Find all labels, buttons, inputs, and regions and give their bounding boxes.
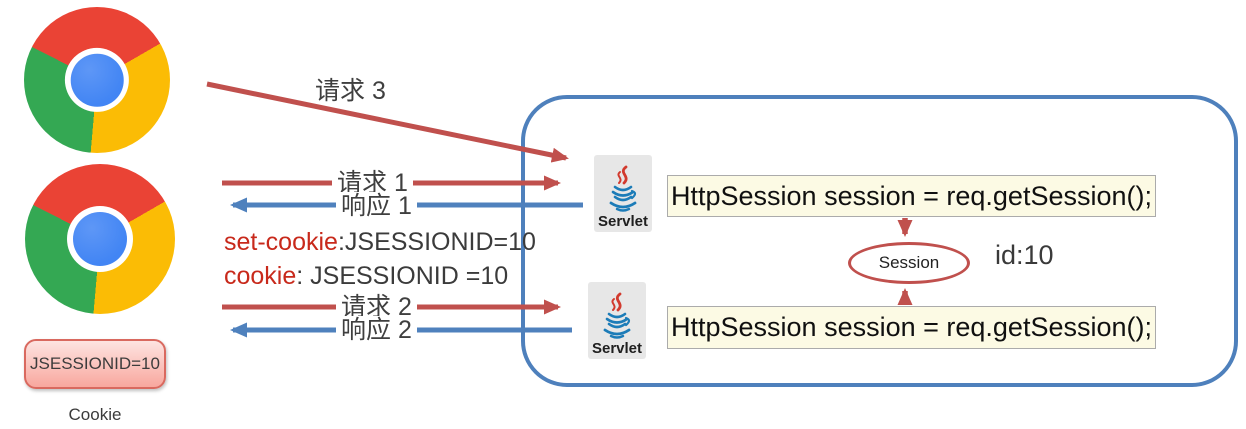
cookie-value: : JSESSIONID =10 <box>296 262 509 290</box>
java-servlet-icon: Servlet <box>594 155 652 232</box>
response1-label: 响应 1 <box>336 192 417 220</box>
session-node: Session <box>848 242 970 284</box>
request3-arrow <box>206 81 569 163</box>
code-box-getsession-1: HttpSession session = req.getSession(); <box>667 175 1156 217</box>
chrome-logo-icon <box>25 164 175 314</box>
session-id-text: id:10 <box>995 240 1054 270</box>
set-cookie-header-line: set-cookie:JSESSIONID=10 <box>224 228 536 257</box>
servlet-label: Servlet <box>591 340 643 357</box>
servlet-label: Servlet <box>597 213 649 230</box>
java-servlet-icon: Servlet <box>588 282 646 359</box>
java-logo-icon <box>609 165 637 212</box>
server-boundary-box <box>521 95 1238 387</box>
chrome-hub-blue <box>70 53 124 107</box>
chrome-hub-blue <box>73 212 127 266</box>
cookie-header-line: cookie: JSESSIONID =10 <box>224 262 508 291</box>
cookie-key: cookie <box>224 262 297 290</box>
jsessionid-cookie-box: JSESSIONID=10 <box>24 339 166 389</box>
response2-label: 响应 2 <box>336 316 417 344</box>
set-cookie-key: set-cookie <box>224 228 338 256</box>
cookie-caption: Cookie <box>68 405 122 424</box>
set-cookie-value: :JSESSIONID=10 <box>337 228 536 256</box>
chrome-logo-icon <box>24 7 170 153</box>
java-logo-icon <box>603 292 631 339</box>
request3-label: 请求 3 <box>315 77 386 105</box>
code-box-getsession-2: HttpSession session = req.getSession(); <box>667 306 1156 349</box>
